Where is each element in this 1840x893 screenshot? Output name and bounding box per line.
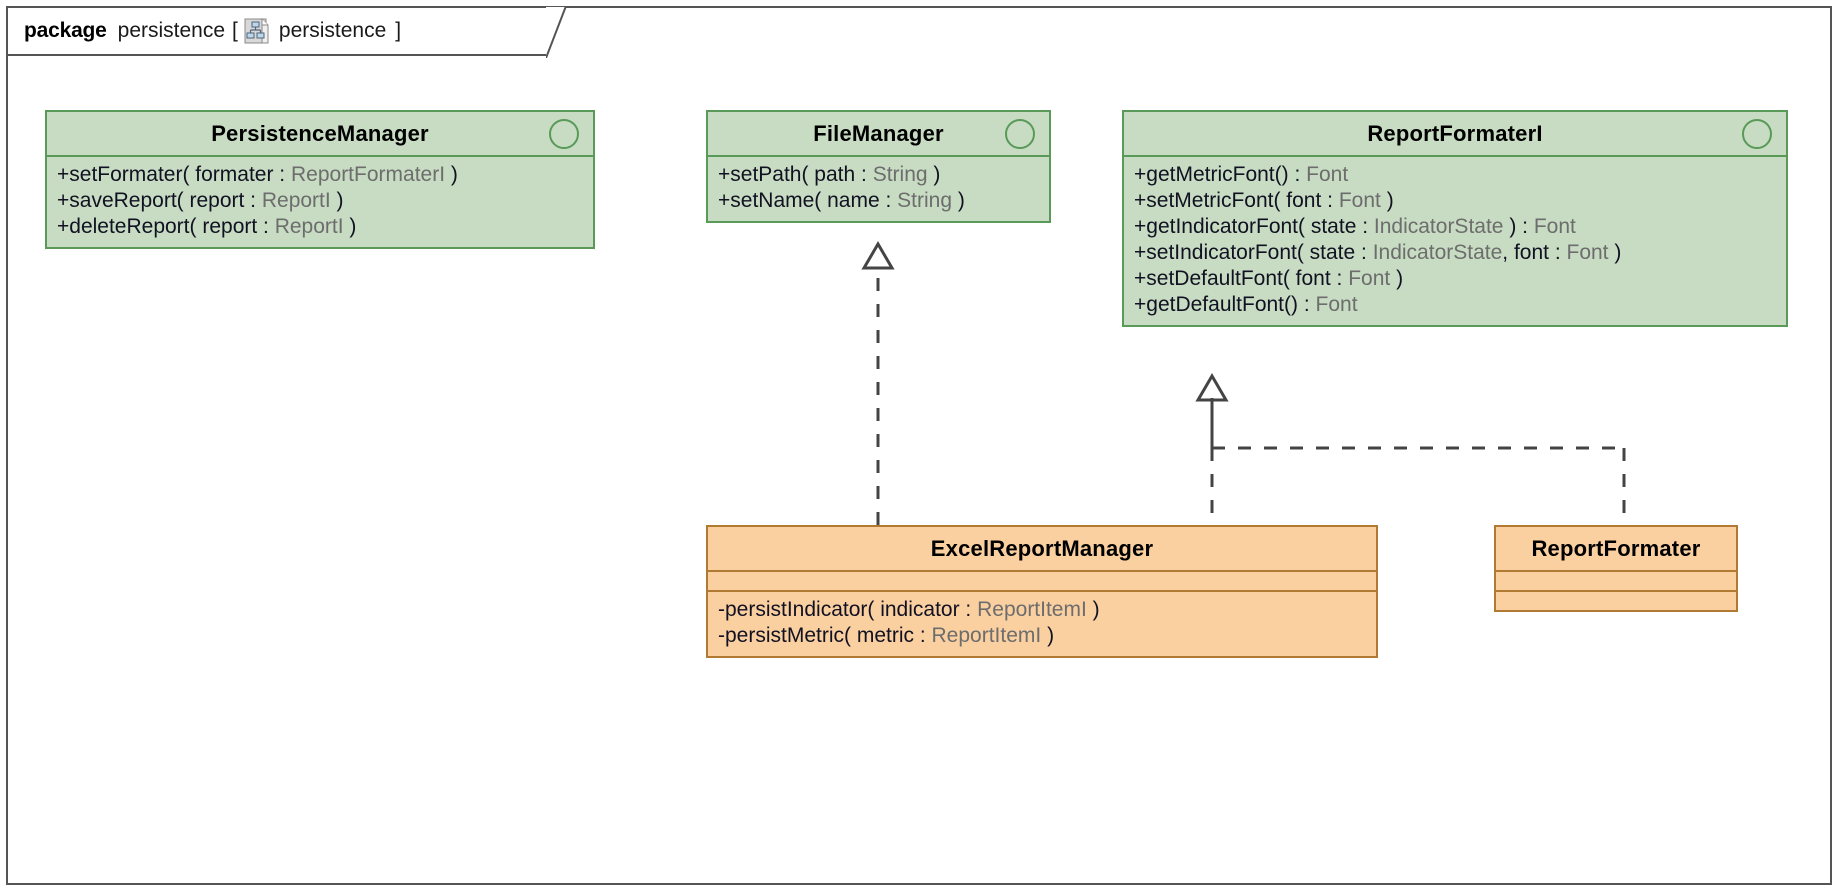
- operation-row: +setName( name : String ): [718, 189, 965, 212]
- class-title-excel-report-manager: ExcelReportManager: [708, 527, 1376, 570]
- operations-compartment: -persistIndicator( indicator : ReportIte…: [708, 590, 1376, 656]
- operation-row: +getDefaultFont() : Font: [1134, 293, 1358, 316]
- operations-compartment: +getMetricFont() : Font +setMetricFont( …: [1124, 155, 1786, 325]
- operations-compartment: +setFormater( formater : ReportFormaterI…: [47, 155, 593, 247]
- operation-row: +deleteReport( report : ReportI ): [57, 215, 357, 238]
- interface-circle-icon: [549, 118, 579, 149]
- package-reference: persistence: [278, 19, 387, 42]
- package-bracket-open: [: [232, 19, 238, 42]
- operation-row: -persistMetric( metric : ReportItemI ): [718, 624, 1055, 647]
- operation-row: +saveReport( report : ReportI ): [57, 189, 344, 212]
- class-title-file-manager: FileManager: [708, 112, 1049, 155]
- class-box-excel-report-manager[interactable]: ExcelReportManager -persistIndicator( in…: [706, 525, 1382, 662]
- interface-circle-icon: [1742, 118, 1772, 149]
- class-box-file-manager[interactable]: FileManager +setPath( path : String ) +s…: [706, 110, 1055, 227]
- operation-row: +setMetricFont( font : Font ): [1134, 189, 1394, 212]
- operation-row: +getMetricFont() : Font: [1134, 163, 1349, 186]
- class-title-report-formater: ReportFormater: [1496, 527, 1736, 570]
- operation-row: -persistIndicator( indicator : ReportIte…: [718, 598, 1100, 621]
- operation-row: +setPath( path : String ): [718, 163, 941, 186]
- class-name: ReportFormater: [1531, 536, 1701, 561]
- operation-row: +setFormater( formater : ReportFormaterI…: [57, 163, 458, 186]
- class-title-persistence-manager: PersistenceManager: [47, 112, 593, 155]
- class-name: ExcelReportManager: [930, 536, 1154, 561]
- operation-row: +getIndicatorFont( state : IndicatorStat…: [1134, 215, 1576, 238]
- interface-circle-icon: [1005, 118, 1035, 149]
- class-title-report-formater-i: ReportFormaterI: [1124, 112, 1786, 155]
- attributes-compartment: [708, 570, 1376, 590]
- package-keyword: package: [24, 19, 107, 42]
- class-box-report-formater-i[interactable]: ReportFormaterI +getMetricFont() : Font …: [1122, 110, 1792, 331]
- package-tree-icon: [244, 17, 270, 44]
- operation-row: +setIndicatorFont( state : IndicatorStat…: [1134, 241, 1622, 264]
- class-box-report-formater[interactable]: ReportFormater: [1494, 525, 1742, 616]
- package-bracket-close: ]: [395, 19, 402, 42]
- operation-row: +setDefaultFont( font : Font ): [1134, 267, 1404, 290]
- class-name: ReportFormaterI: [1367, 121, 1543, 146]
- class-box-persistence-manager[interactable]: PersistenceManager +setFormater( formate…: [45, 110, 599, 253]
- package-header-tab: package persistence [ persistence ]: [6, 6, 546, 56]
- class-name: PersistenceManager: [211, 121, 429, 146]
- package-name: persistence: [117, 19, 226, 42]
- operations-compartment: [1496, 590, 1736, 610]
- operations-compartment: +setPath( path : String ) +setName( name…: [708, 155, 1049, 221]
- class-name: FileManager: [813, 121, 944, 146]
- attributes-compartment: [1496, 570, 1736, 590]
